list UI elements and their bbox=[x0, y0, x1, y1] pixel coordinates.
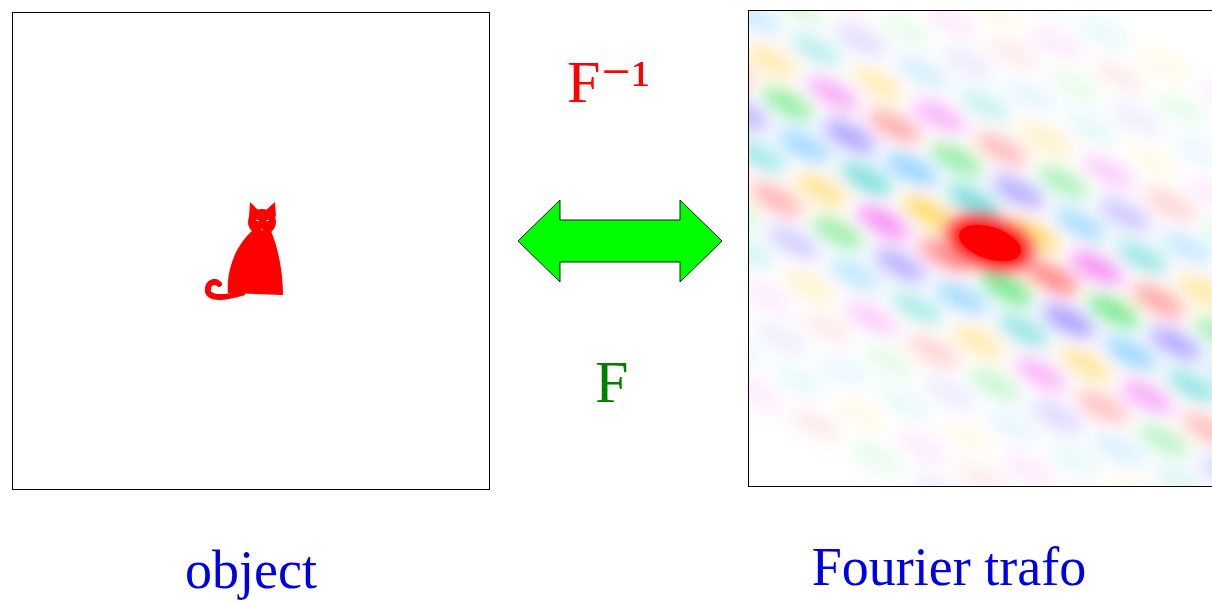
transform-label: F bbox=[595, 352, 628, 412]
frame-box: Fourier trafo bbox=[748, 10, 1212, 487]
fourier-pattern bbox=[749, 11, 1212, 486]
double-arrow bbox=[518, 200, 722, 282]
cat-figure bbox=[208, 202, 283, 297]
box-heading: Fourier trafo bbox=[717, 540, 1181, 594]
transform-label: F⁻¹ bbox=[567, 52, 650, 112]
frame-box: object bbox=[12, 12, 490, 490]
box-heading: object bbox=[13, 543, 489, 597]
